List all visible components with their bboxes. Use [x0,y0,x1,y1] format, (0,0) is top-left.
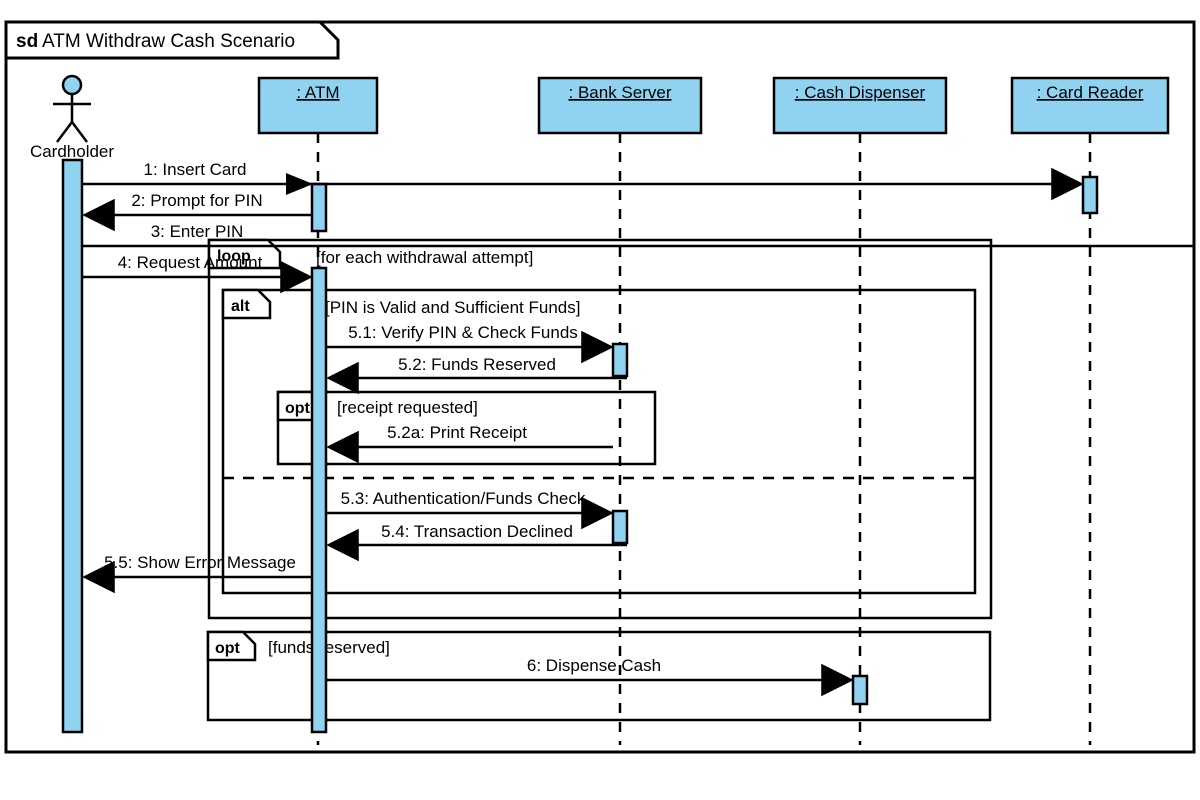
fragment-loop-border [207,238,993,620]
message-1-label: 1: Insert Card [144,160,247,179]
activation-cash-dispenser-1 [851,674,869,706]
fragment-opt-receipt-operator: opt [285,400,311,417]
fragment-opt-funds-border [206,630,992,722]
actor-activation-bar [61,158,84,734]
message-5-5-show-error-message[interactable]: 5.5: Show Error Message [82,553,312,594]
message-5-2-label: 5.2: Funds Reserved [398,355,556,374]
lifeline-cash-dispenser[interactable]: : Cash Dispenser [772,76,948,745]
fragment-alt[interactable]: alt [PIN is Valid and Sufficient Funds] [221,288,977,595]
lifeline-label-cash-dispenser: : Cash Dispenser [795,83,926,102]
message-5-3-label: 5.3: Authentication/Funds Check [341,489,586,508]
actor-label: Cardholder [30,142,114,161]
fragment-opt-funds-operator: opt [215,640,241,657]
fragment-alt-tag [221,288,272,320]
actor-leg-left-icon [56,121,73,143]
activation-bank-server-2 [611,509,629,545]
lifeline-label-card-reader: : Card Reader [1037,83,1144,102]
message-4-label: 4: Request Amount [118,253,263,272]
activation-atm-main [310,266,328,734]
sd-keyword: sd [16,31,38,52]
message-5-2-funds-reserved[interactable]: 5.2: Funds Reserved [326,355,627,395]
lifeline-box-cash-dispenser[interactable] [772,76,948,135]
message-5-3-authentication-funds-check[interactable]: 5.3: Authentication/Funds Check [326,489,614,530]
message-2-prompt-for-pin[interactable]: 2: Prompt for PIN [82,191,312,232]
fragment-opt-funds[interactable]: opt [funds reserved] [206,630,992,722]
lifeline-bank-server[interactable]: : Bank Server [537,76,703,745]
actor-cardholder[interactable]: Cardholder [30,74,114,734]
activation-card-reader-1 [1081,175,1099,215]
actor-leg-right-icon [71,121,88,143]
message-4-request-amount[interactable]: 4: Request Amount [82,253,313,294]
fragment-loop-guard: [for each withdrawal attempt] [316,248,533,267]
message-5-2a-print-receipt[interactable]: 5.2a: Print Receipt [326,423,613,464]
actor-head-icon [61,74,83,96]
message-6-dispense-cash[interactable]: 6: Dispense Cash [326,656,854,697]
fragment-alt-border [221,288,977,595]
message-6-label: 6: Dispense Cash [527,656,661,675]
lifeline-label-bank-server: : Bank Server [569,83,672,102]
fragment-opt-receipt-guard: [receipt requested] [337,398,478,417]
activation-atm-1 [310,182,328,233]
fragment-loop-operator: loop [217,248,251,265]
message-5-5-label: 5.5: Show Error Message [104,553,296,572]
message-5-1-verify-pin-check-funds[interactable]: 5.1: Verify PIN & Check Funds [326,323,614,364]
fragment-alt-guard: [PIN is Valid and Sufficient Funds] [325,298,580,317]
fragment-opt-receipt-border [276,390,657,466]
message-1-insert-card[interactable]: 1: Insert Card [82,160,1084,201]
lifeline-atm[interactable]: : ATM [257,76,379,745]
lifeline-label-atm: : ATM [296,83,339,102]
message-5-4-label: 5.4: Transaction Declined [381,522,573,541]
message-3-enter-pin[interactable]: 3: Enter PIN [82,222,1194,248]
lifeline-card-reader[interactable]: : Card Reader [1010,76,1170,745]
message-3-label: 3: Enter PIN [151,222,244,241]
sd-title: ATM Withdraw Cash Scenario [42,31,295,52]
message-1-arrowhead-atm [286,173,313,195]
activation-bank-server-1 [611,342,629,378]
message-5-1-label: 5.1: Verify PIN & Check Funds [348,323,578,342]
message-5-2a-label: 5.2a: Print Receipt [387,423,527,442]
fragment-alt-operator: alt [231,298,250,315]
message-2-label: 2: Prompt for PIN [131,191,262,210]
sd-frame: sd ATM Withdraw Cash Scenario [4,20,1196,754]
message-5-4-transaction-declined[interactable]: 5.4: Transaction Declined [326,522,627,562]
fragment-opt-funds-tag [206,630,257,662]
fragment-opt-funds-guard: [funds reserved] [268,638,390,657]
